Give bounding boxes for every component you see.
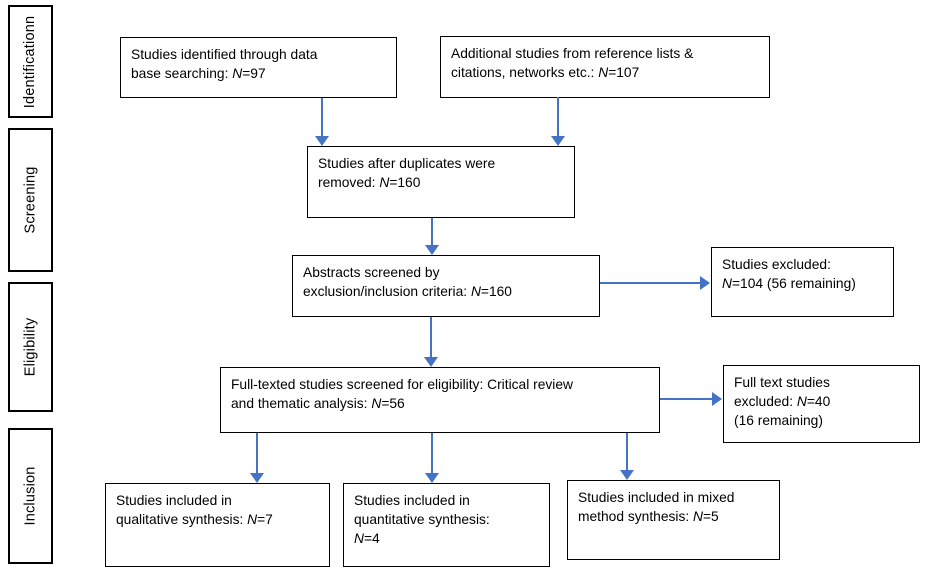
stage-box-inclusion: Inclusion — [8, 428, 53, 564]
text-suffix: =56 — [381, 396, 405, 411]
n-symbol: N — [693, 509, 703, 524]
arrow-abstracts-to-excluded-line — [600, 282, 700, 284]
box-abstracts-screened-text: Abstracts screened by exclusion/inclusio… — [293, 256, 599, 301]
box-quantitative-synthesis-text: Studies included in quantitative synthes… — [344, 484, 549, 548]
box-studies-excluded: Studies excluded: N=104 (56 remaining) — [711, 247, 894, 317]
n-symbol: N — [796, 394, 807, 409]
text-prefix: Studies included in qualitative synthesi… — [116, 493, 244, 527]
box-studies-identified: Studies identified through data base sea… — [120, 37, 397, 98]
box-fulltext-screened-text: Full-texted studies screened for eligibi… — [221, 368, 659, 413]
stage-label-eligibility: Eligibility — [22, 317, 39, 377]
arrow-fulltext-to-qualitative-head — [250, 473, 264, 483]
text-prefix: Studies identified through data base sea… — [131, 47, 318, 81]
arrow-fulltext-to-excluded-line — [660, 398, 713, 400]
stage-label-identification: Identificationn — [22, 15, 39, 108]
box-studies-excluded-text: Studies excluded: N=104 (56 remaining) — [712, 248, 893, 293]
arrow-abstracts-to-fulltext-line — [430, 317, 432, 358]
n-symbol: N — [371, 396, 382, 411]
text-prefix: Abstracts screened by exclusion/inclusio… — [303, 265, 468, 299]
arrow-fulltext-to-mixed-line — [626, 433, 628, 471]
box-fulltext-excluded: Full text studies excluded: N=40 (16 rem… — [723, 365, 920, 443]
arrow-duplicates-to-abstracts-head — [425, 245, 439, 255]
box-qualitative-synthesis-text: Studies included in qualitative synthesi… — [106, 484, 329, 529]
arrow-identified-to-duplicates-line — [321, 98, 323, 137]
box-abstracts-screened: Abstracts screened by exclusion/inclusio… — [292, 255, 600, 317]
n-symbol: N — [470, 284, 481, 299]
text-suffix: =40 (16 remaining) — [734, 394, 831, 428]
text-prefix: Studies included in mixed method synthes… — [578, 490, 735, 524]
text-suffix: =107 — [608, 65, 640, 80]
box-fulltext-excluded-text: Full text studies excluded: N=40 (16 rem… — [724, 366, 919, 430]
arrow-identified-to-duplicates-head — [315, 136, 329, 146]
text-suffix: =160 — [389, 175, 421, 190]
arrow-duplicates-to-abstracts-line — [431, 218, 433, 246]
box-fulltext-screened: Full-texted studies screened for eligibi… — [220, 367, 660, 433]
arrow-fulltext-to-excluded-head — [712, 392, 722, 406]
text-prefix: Full text studies excluded: — [734, 375, 830, 409]
arrow-fulltext-to-quantitative-line — [431, 433, 433, 474]
arrow-additional-to-duplicates-line — [557, 97, 559, 137]
text-prefix: Additional studies from reference lists … — [451, 46, 694, 80]
text-suffix: =104 (56 remaining) — [731, 276, 856, 291]
arrow-additional-to-duplicates-head — [551, 136, 565, 146]
text-prefix: Studies included in quantitative synthes… — [354, 493, 490, 527]
text-suffix: =7 — [257, 512, 273, 527]
box-quantitative-synthesis: Studies included in quantitative synthes… — [343, 483, 550, 567]
stage-box-identification: Identificationn — [8, 5, 53, 118]
stage-box-screening: Screening — [8, 128, 53, 272]
text-suffix: =160 — [480, 284, 512, 299]
box-additional-studies-text: Additional studies from reference lists … — [441, 37, 769, 82]
n-symbol: N — [354, 531, 364, 546]
n-symbol: N — [247, 512, 258, 527]
stage-box-eligibility: Eligibility — [8, 282, 53, 412]
text-suffix: =5 — [703, 509, 719, 524]
box-duplicates-removed: Studies after duplicates were removed: N… — [307, 146, 575, 218]
n-symbol: N — [379, 175, 390, 190]
box-studies-identified-text: Studies identified through data base sea… — [121, 38, 396, 83]
box-qualitative-synthesis: Studies included in qualitative synthesi… — [105, 483, 330, 567]
arrow-fulltext-to-qualitative-line — [256, 433, 258, 474]
arrow-abstracts-to-fulltext-head — [424, 357, 438, 367]
n-symbol: N — [722, 276, 732, 291]
text-suffix: =4 — [363, 531, 380, 546]
text-prefix: Studies after duplicates were removed: — [318, 156, 496, 190]
arrow-fulltext-to-quantitative-head — [425, 473, 439, 483]
box-additional-studies: Additional studies from reference lists … — [440, 36, 770, 98]
box-duplicates-removed-text: Studies after duplicates were removed: N… — [308, 147, 574, 192]
stage-label-inclusion: Inclusion — [22, 466, 39, 526]
n-symbol: N — [598, 65, 609, 80]
text-prefix: Studies excluded: — [722, 257, 831, 272]
n-symbol: N — [232, 66, 243, 81]
box-mixed-method-synthesis-text: Studies included in mixed method synthes… — [568, 481, 779, 526]
text-suffix: =97 — [242, 66, 266, 81]
arrow-abstracts-to-excluded-head — [700, 276, 710, 290]
text-prefix: Full-texted studies screened for eligibi… — [231, 377, 573, 411]
box-mixed-method-synthesis: Studies included in mixed method synthes… — [567, 480, 780, 560]
arrow-fulltext-to-mixed-head — [620, 470, 634, 480]
stage-label-screening: Screening — [22, 166, 39, 234]
